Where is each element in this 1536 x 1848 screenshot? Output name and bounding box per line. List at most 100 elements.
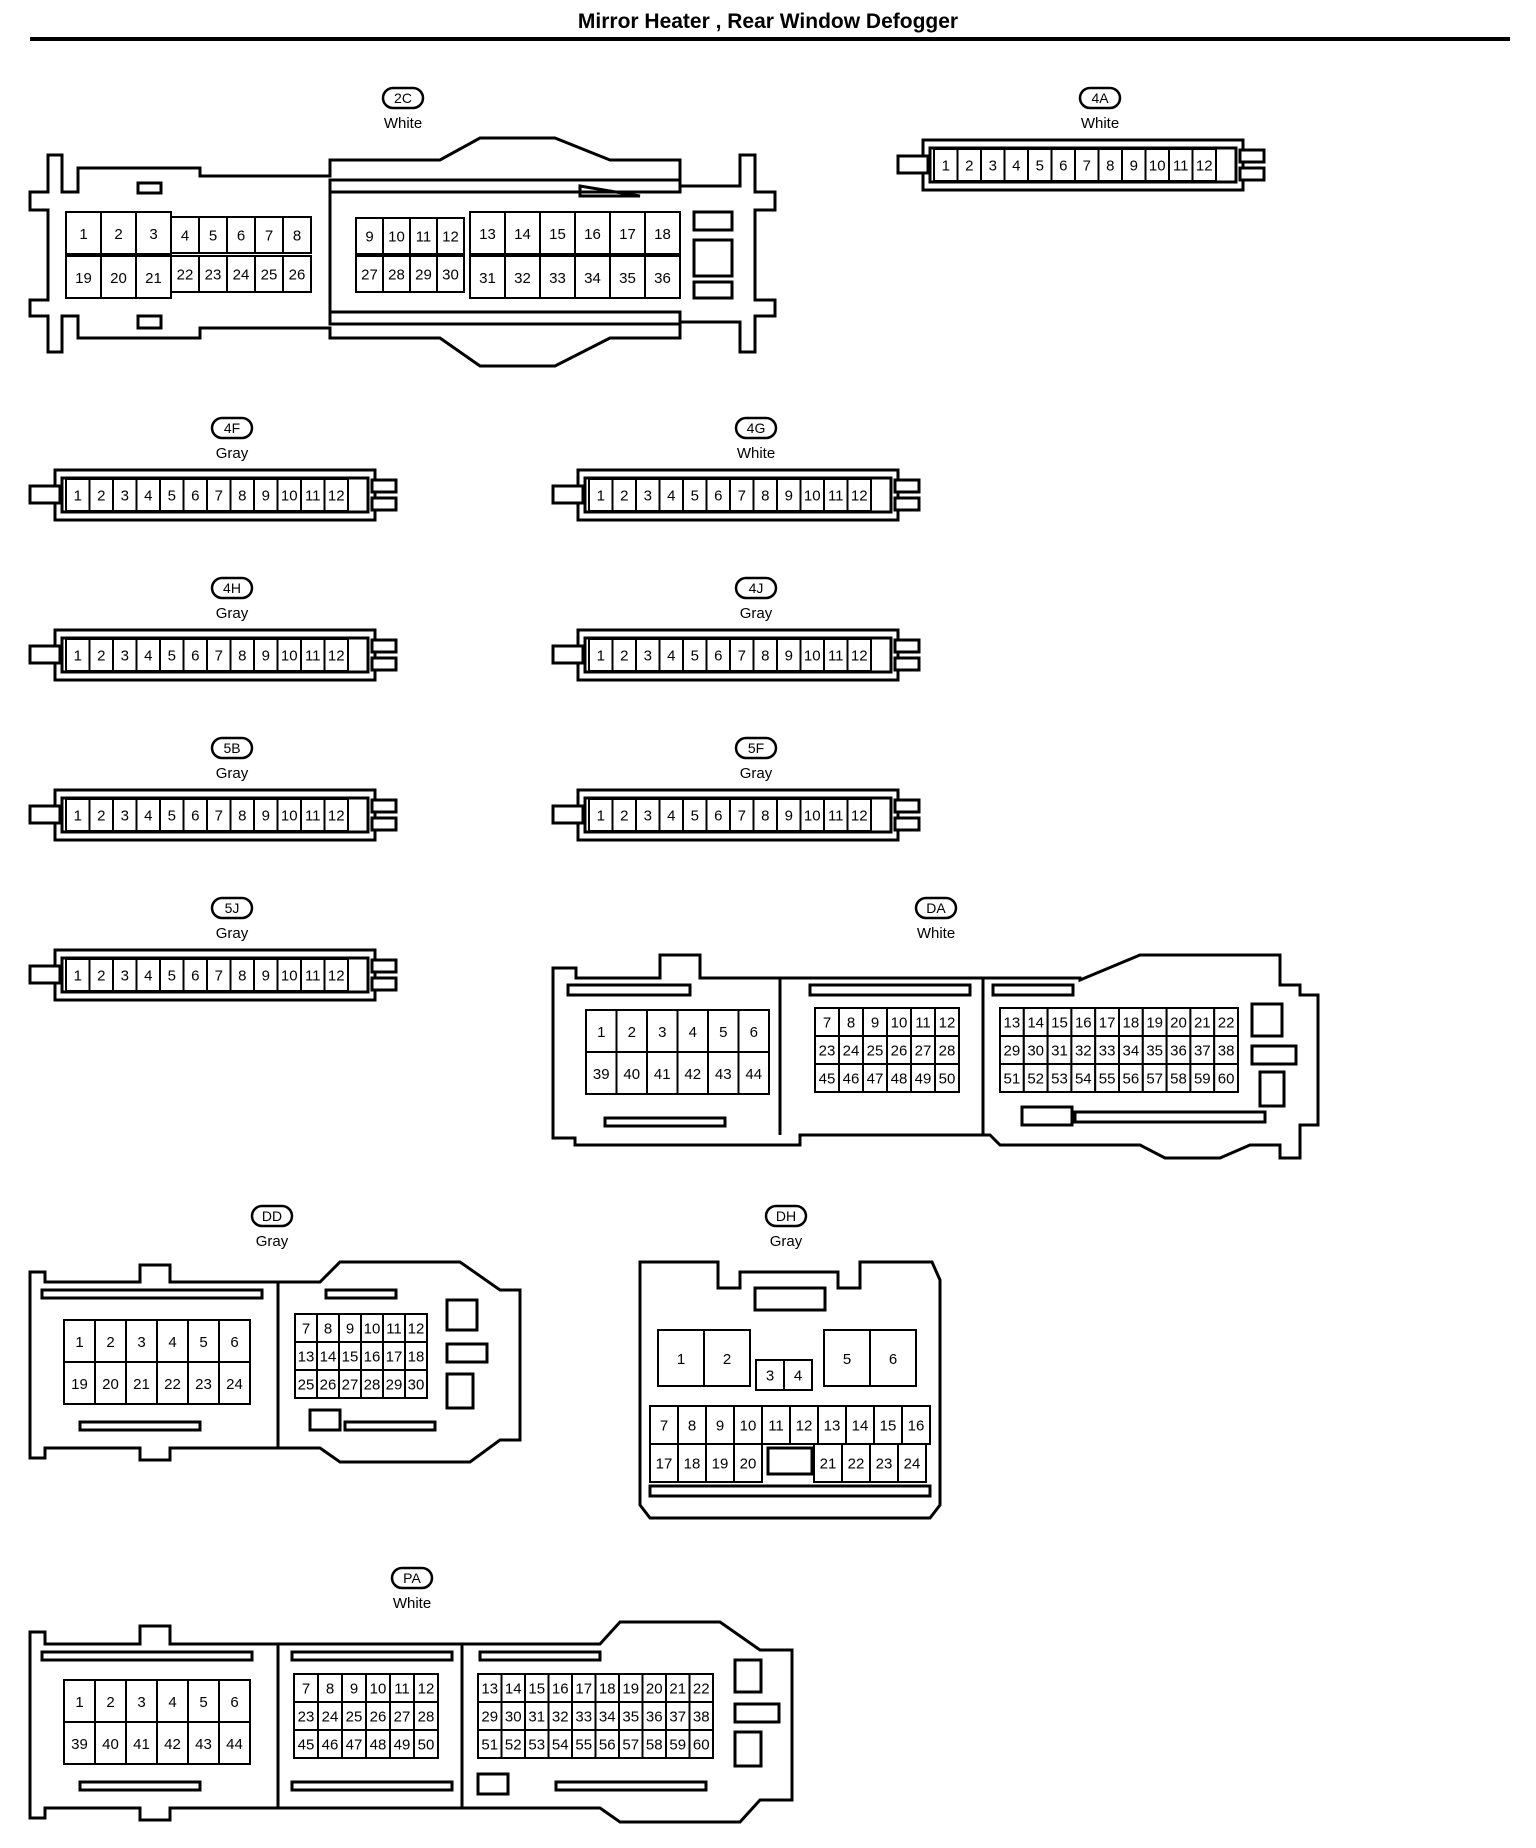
- pin-number: 15: [342, 1348, 359, 1365]
- pin-cell-box: [404, 1369, 428, 1399]
- pin-cell: 2: [615, 1009, 648, 1053]
- pin-cell: 56: [1118, 1063, 1144, 1093]
- pin-cell: 28: [360, 1369, 384, 1399]
- pin-number: 13: [1004, 1014, 1021, 1031]
- pin-cell: 42: [156, 1721, 189, 1765]
- pin-number: 7: [265, 227, 273, 244]
- pin-number: 10: [281, 647, 298, 664]
- pin-cell: 55: [1094, 1063, 1120, 1093]
- pin-number: 24: [843, 1042, 860, 1059]
- pin-number: 20: [110, 270, 127, 287]
- pin-number: 9: [262, 807, 270, 824]
- pin-number: 11: [828, 647, 844, 664]
- pin-number: 2: [97, 647, 105, 664]
- connector-id: 4G: [747, 420, 766, 436]
- pin-cell: 8: [229, 798, 255, 832]
- pin-cell: 14: [500, 1673, 526, 1703]
- connector-rib: [324, 1288, 398, 1300]
- pin-number: 16: [584, 226, 601, 243]
- pin-cell: 22: [170, 255, 200, 293]
- connector-slot: [445, 1298, 479, 1332]
- pin-number: 3: [121, 967, 129, 984]
- pin-cell-box: [218, 1679, 251, 1723]
- pin-cell: 6: [218, 1679, 251, 1723]
- pin-number: 50: [418, 1736, 435, 1753]
- pin-cell: 28: [413, 1701, 439, 1731]
- pin-cell: 9: [862, 1007, 888, 1037]
- pin-number: 4: [667, 807, 675, 824]
- connector-DD-outline: [28, 1260, 522, 1464]
- pin-number: 12: [442, 228, 459, 245]
- pin-number: 10: [804, 487, 821, 504]
- pin-number: 12: [328, 807, 345, 824]
- pin-number: 5: [691, 807, 699, 824]
- pin-cell: 38: [688, 1701, 714, 1731]
- pin-number: 21: [1194, 1014, 1211, 1031]
- connector-slot: [308, 1408, 342, 1432]
- pin-number: 5: [168, 487, 176, 504]
- pin-cell: 7: [206, 478, 232, 512]
- pin-number: 10: [1149, 157, 1166, 174]
- pin-number: 11: [915, 1014, 931, 1031]
- pin-cell: 26: [886, 1035, 912, 1065]
- pin-number: 36: [646, 1708, 663, 1725]
- pin-number: 56: [1123, 1070, 1140, 1087]
- pin-cell-box: [703, 1329, 751, 1387]
- pin-number: 16: [364, 1348, 381, 1365]
- pin-cell: 10: [276, 638, 302, 672]
- pin-cell: 9: [338, 1313, 362, 1343]
- pin-cell: 47: [862, 1063, 888, 1093]
- pin-number: 8: [688, 1417, 696, 1434]
- pin-cell: 11: [823, 638, 849, 672]
- pin-cell-box: [813, 1443, 843, 1483]
- pin-cell-box: [365, 1729, 391, 1759]
- connector-id-badge: [914, 896, 958, 920]
- connector-latch-left: [28, 484, 62, 505]
- pin-cell: 33: [1094, 1035, 1120, 1065]
- pin-number: 46: [843, 1070, 860, 1087]
- pin-number: 28: [418, 1708, 435, 1725]
- pin-number: 25: [867, 1042, 884, 1059]
- pin-cell: 24: [317, 1701, 343, 1731]
- connector-id: 5B: [223, 740, 240, 756]
- pin-cell-box: [170, 255, 200, 293]
- pin-cell: 12: [413, 1673, 439, 1703]
- pin-number: 44: [226, 1736, 243, 1753]
- pin-cell: 52: [500, 1729, 526, 1759]
- pin-number: 6: [230, 1334, 238, 1351]
- connector-id-badge: [250, 1204, 294, 1228]
- pin-cell: 9: [776, 798, 802, 832]
- pin-number: 4: [168, 1334, 176, 1351]
- connector-rib: [648, 1484, 932, 1498]
- pin-cell: 9: [355, 217, 384, 255]
- pin-cell: 29: [999, 1035, 1025, 1065]
- connector-id: 4F: [224, 420, 240, 436]
- pin-cell: 23: [814, 1035, 840, 1065]
- pin-cell: 10: [276, 958, 302, 992]
- pin-cell: 10: [365, 1673, 391, 1703]
- pin-number: 17: [575, 1680, 592, 1697]
- connector-slot: [1020, 1105, 1074, 1127]
- pin-cell: 51: [477, 1729, 503, 1759]
- pin-cell: 5: [682, 478, 708, 512]
- pin-number: 11: [768, 1417, 784, 1434]
- pin-cell-box: [1191, 148, 1217, 182]
- connector-tab: [370, 638, 398, 654]
- pin-cell: 47: [341, 1729, 367, 1759]
- pin-cell: 16: [1070, 1007, 1097, 1037]
- pin-cell: 7: [206, 958, 232, 992]
- pin-cell: 18: [677, 1443, 707, 1483]
- pin-cell-box: [94, 1361, 127, 1405]
- pin-number: 52: [1027, 1070, 1044, 1087]
- pin-number: 11: [394, 1680, 410, 1697]
- pin-cell: 3: [635, 638, 661, 672]
- pin-number: 52: [505, 1736, 522, 1753]
- pin-number: 5: [168, 967, 176, 984]
- pin-cell-box: [94, 1319, 127, 1363]
- pin-number: 27: [394, 1708, 411, 1725]
- pin-cell: 21: [813, 1443, 843, 1483]
- pin-cell: 28: [934, 1035, 960, 1065]
